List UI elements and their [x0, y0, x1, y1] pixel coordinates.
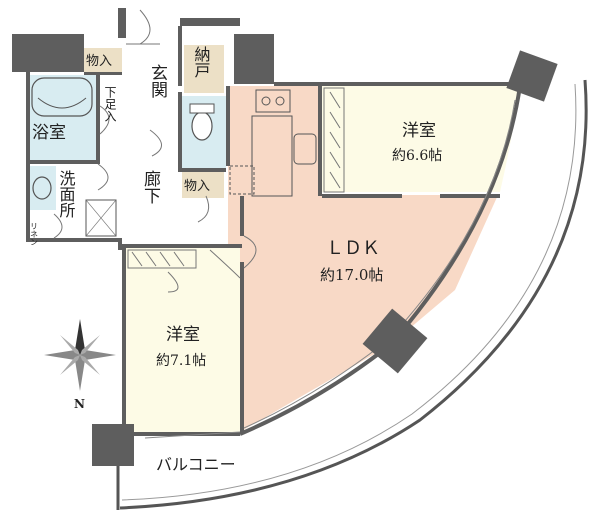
- western-b-floor: [126, 248, 240, 434]
- label-shoe-closet: 下足入: [103, 86, 117, 122]
- label-storage-top: 物入: [86, 54, 112, 69]
- label-hallway: 廊下: [140, 170, 161, 204]
- kitchen-counter: [251, 115, 293, 197]
- fridge-space: [229, 165, 255, 195]
- label-bath: 浴室: [32, 123, 66, 143]
- stove-icon: [255, 89, 291, 113]
- label-western-b-size: 約7.1帖: [156, 353, 206, 369]
- burner-2: [275, 96, 285, 106]
- western-b-window: [144, 431, 241, 439]
- sink-icon: [293, 133, 317, 165]
- washbasin-icon: [32, 176, 52, 200]
- toilet-tank: [189, 103, 215, 114]
- label-storage-mid: 物入: [184, 179, 210, 194]
- walls: [12, 8, 524, 436]
- label-linen: リネン: [30, 222, 39, 246]
- western-b-bottom-wall: [126, 432, 240, 436]
- door-swings: [53, 9, 257, 293]
- storage-top-floor: [84, 48, 122, 72]
- compass-rose-icon: [44, 319, 116, 391]
- burner-1: [261, 96, 271, 106]
- label-ldk-size: 約17.0帖: [320, 266, 383, 284]
- label-western-a: 洋室: [402, 121, 436, 141]
- kitchen-floor: [228, 86, 320, 196]
- balcony-outer: [119, 79, 588, 510]
- closet-western-b: [127, 249, 197, 269]
- compass-north-label: N: [74, 397, 85, 411]
- label-western-b: 洋室: [166, 325, 200, 345]
- bath-floor: [26, 75, 96, 163]
- pillar-mid: [362, 308, 428, 374]
- western-a-floor: [322, 86, 520, 192]
- bathtub-inner: [37, 97, 87, 109]
- balcony-inner: [121, 83, 577, 501]
- pan-cross-2: [85, 199, 117, 237]
- closet-western-a: [323, 87, 345, 193]
- nando-floor: [184, 45, 224, 93]
- label-nando: 納戸: [192, 46, 211, 78]
- label-washroom: 洗面所: [57, 170, 76, 218]
- label-genkan: 玄関: [147, 64, 167, 98]
- washbasin-area: [28, 166, 56, 210]
- bathtub-icon: [31, 77, 93, 117]
- storage-mid-floor: [182, 172, 224, 198]
- pillar-bottom-left: [92, 424, 134, 466]
- label-balcony: バルコニー: [156, 455, 236, 474]
- label-western-a-size: 約6.6帖: [392, 148, 442, 164]
- label-ldk: ＬＤＫ: [326, 238, 380, 259]
- toilet-icon: [191, 111, 213, 141]
- pillar-top-right: [506, 50, 558, 102]
- washing-machine-pan: [85, 199, 117, 237]
